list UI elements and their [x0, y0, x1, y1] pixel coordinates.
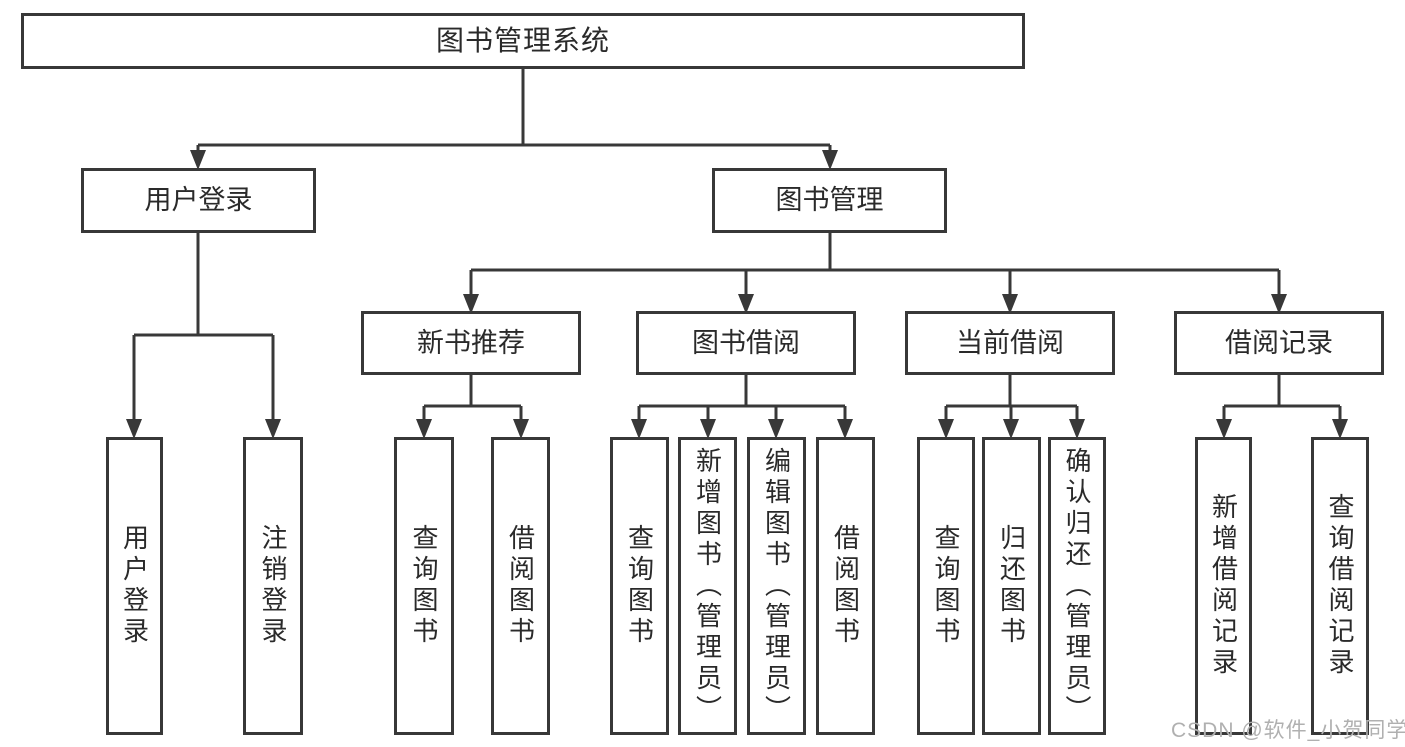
leaf-borrowing-borrow-book: 借阅图书	[816, 437, 875, 735]
leaf-user-login: 用户登录	[106, 437, 163, 735]
leaf-records-add-record: 新增借阅记录	[1195, 437, 1252, 735]
node-library-management-system: 图书管理系统	[21, 13, 1025, 69]
leaf-recommend-borrow-book: 借阅图书	[491, 437, 550, 735]
leaf-borrowing-edit-book-admin: 编辑图书（管理员）	[747, 437, 806, 735]
node-book-management: 图书管理	[712, 168, 947, 233]
node-book-borrowing: 图书借阅	[636, 311, 856, 375]
leaf-logout: 注销登录	[243, 437, 303, 735]
leaf-recommend-query-book: 查询图书	[394, 437, 454, 735]
node-borrowing-records: 借阅记录	[1174, 311, 1384, 375]
node-current-borrowing: 当前借阅	[905, 311, 1115, 375]
leaf-current-query-book: 查询图书	[917, 437, 975, 735]
leaf-borrowing-add-book-admin: 新增图书（管理员）	[678, 437, 737, 735]
leaf-borrowing-query-book: 查询图书	[610, 437, 669, 735]
leaf-records-query-record: 查询借阅记录	[1311, 437, 1369, 735]
node-user-login: 用户登录	[81, 168, 316, 233]
leaf-current-confirm-return-admin: 确认归还（管理员）	[1048, 437, 1106, 735]
node-new-book-recommendation: 新书推荐	[361, 311, 581, 375]
csdn-watermark: CSDN @软件_小贺同学	[1171, 719, 1405, 742]
leaf-current-return-book: 归还图书	[982, 437, 1041, 735]
